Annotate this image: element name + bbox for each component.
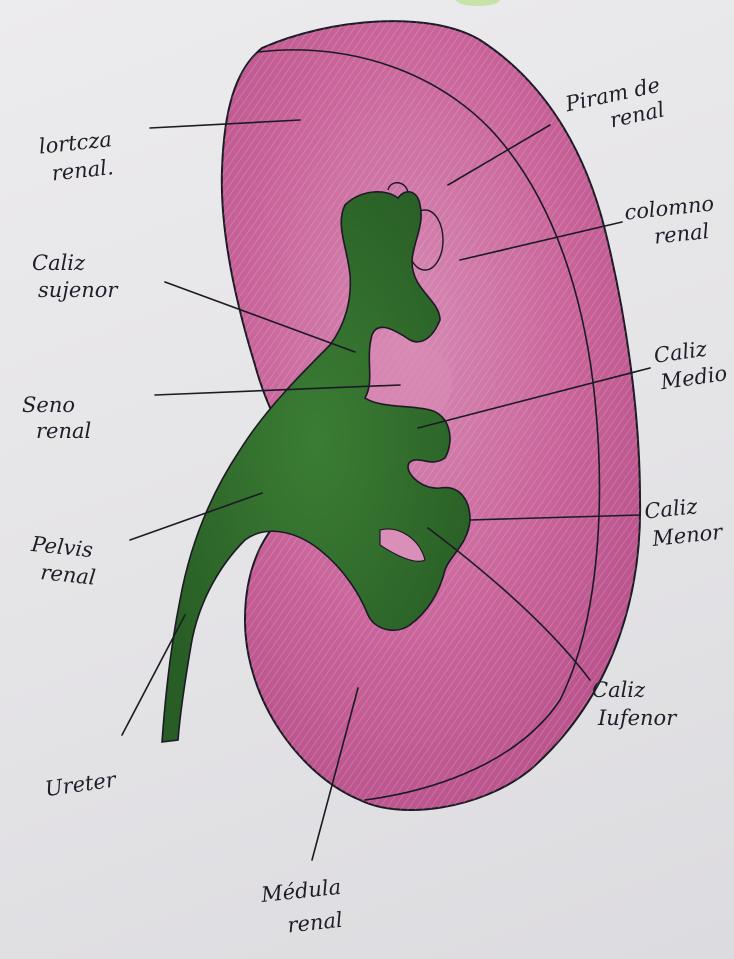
label-caliz-menor: Caliz Menor: [643, 492, 725, 552]
label-corteza-renal: lortcza renal.: [38, 126, 123, 186]
label-caliz-superior: Caliz sujenor: [32, 251, 119, 302]
label-columna-renal: colomno renal: [623, 191, 724, 252]
marker-smudge: [456, 0, 500, 6]
label-ureter: Ureter: [43, 767, 119, 801]
label-pelvis-renal: Pelvis renal: [26, 532, 100, 590]
label-caliz-medio: Caliz Medio: [652, 334, 728, 394]
label-piramide-renal: Piram de renal: [562, 71, 673, 140]
label-seno-renal: Seno renal: [22, 393, 91, 443]
label-caliz-inferior: Caliz Iufenor: [592, 678, 678, 730]
label-medula-renal: Médula renal: [259, 874, 352, 940]
